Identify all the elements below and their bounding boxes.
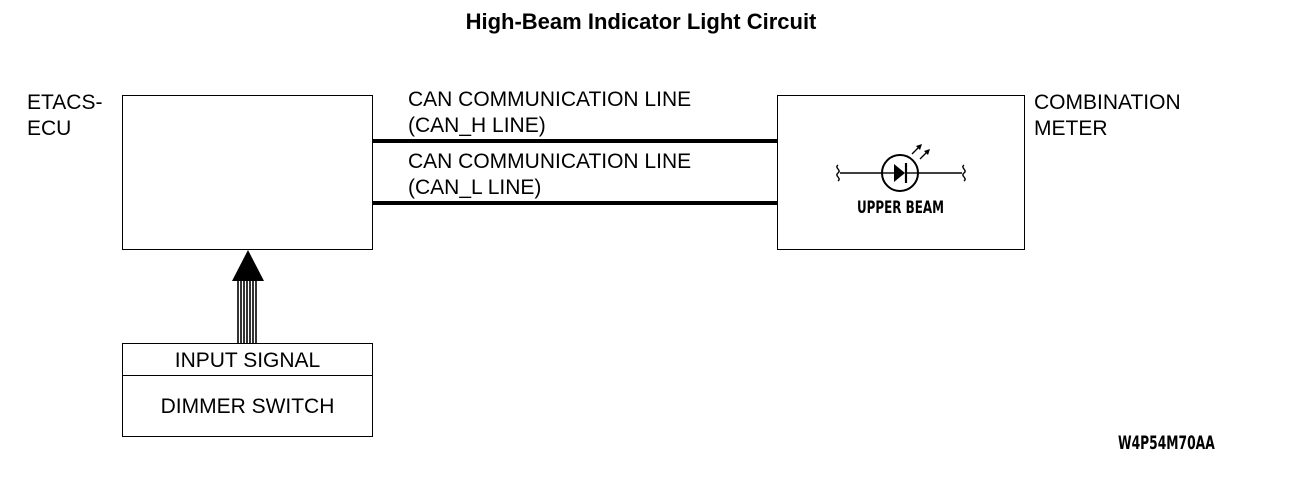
dimmer-switch-box: INPUT SIGNAL DIMMER SWITCH: [122, 343, 373, 437]
dimmer-switch-label: DIMMER SWITCH: [160, 395, 335, 418]
upper-beam-label: UPPER BEAM: [856, 198, 944, 218]
can-h-label-line1: CAN COMMUNICATION LINE: [408, 88, 692, 111]
etacs-ecu-label: ETACS- ECU: [27, 90, 102, 142]
diagram-title: High-Beam Indicator Light Circuit: [465, 9, 817, 34]
can-l-line: [373, 201, 777, 205]
combination-meter-label-line1: COMBINATION: [1034, 91, 1181, 114]
etacs-ecu-label-line1: ETACS-: [27, 91, 103, 114]
combination-meter-box: UPPER BEAM: [777, 95, 1025, 250]
figure-code: W4P54M70AA: [1118, 432, 1215, 454]
input-signal-header: INPUT SIGNAL: [123, 344, 372, 376]
led-diode-icon: [836, 144, 966, 192]
input-signal-arrow: [232, 250, 264, 345]
etacs-ecu-label-line2: ECU: [27, 117, 72, 140]
can-h-line: [373, 139, 777, 143]
can-l-label-line2: (CAN_L LINE): [408, 176, 542, 199]
can-h-label-line2: (CAN_H LINE): [408, 114, 546, 137]
combination-meter-label-line2: METER: [1034, 117, 1108, 140]
can-h-label: CAN COMMUNICATION LINE (CAN_H LINE): [408, 87, 691, 139]
etacs-ecu-box: [122, 95, 373, 250]
can-l-label: CAN COMMUNICATION LINE (CAN_L LINE): [408, 149, 691, 201]
combination-meter-label: COMBINATION METER: [1034, 90, 1181, 142]
can-l-label-line1: CAN COMMUNICATION LINE: [408, 150, 692, 173]
